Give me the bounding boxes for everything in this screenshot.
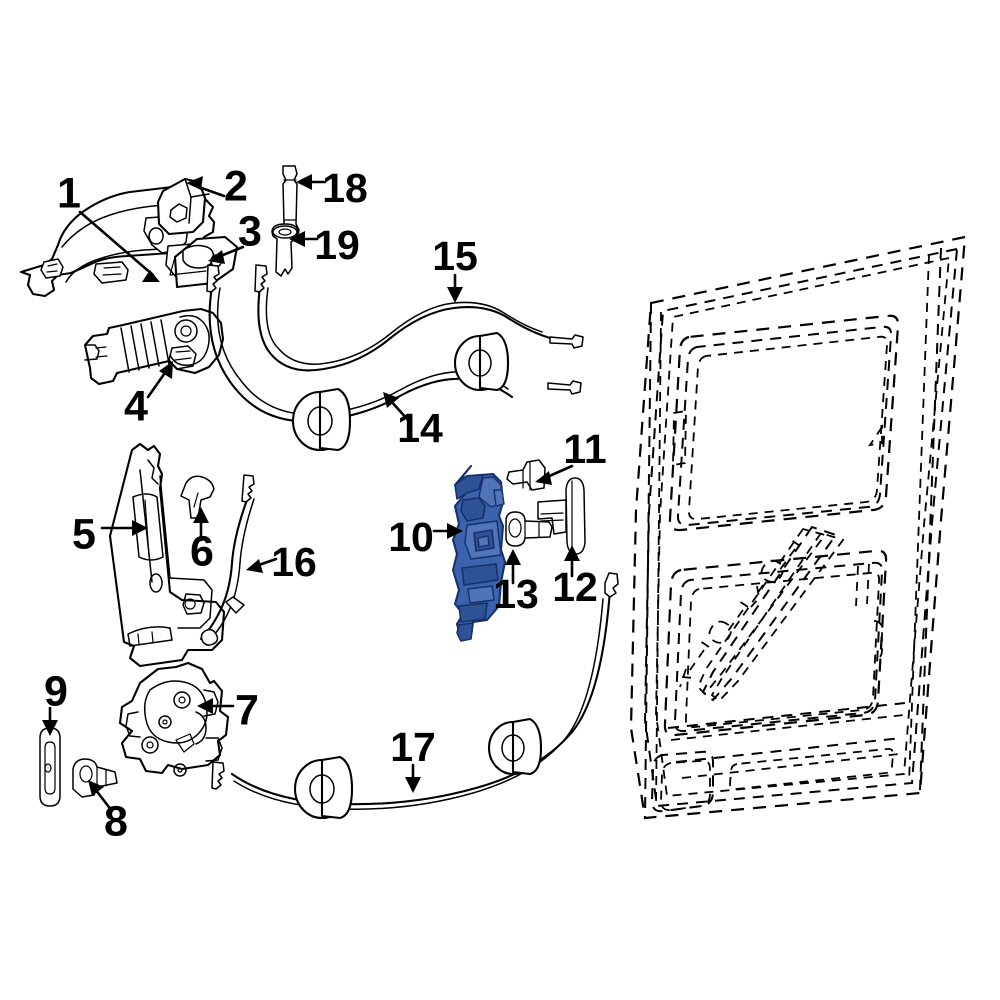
door-panel-phantom-outline [629, 235, 967, 820]
part-11-striker-stud-bolt [506, 459, 546, 491]
part-8-lock-screw [72, 758, 118, 798]
callout-number-6[interactable]: 6 [190, 527, 214, 575]
part-10-door-lock-striker-assembly[interactable] [451, 464, 507, 642]
part-4-handle-base-bracket [83, 307, 225, 386]
part-12-striker-wedge [537, 477, 586, 555]
part-16-lock-link-cable [199, 474, 255, 646]
callout-number-2[interactable]: 2 [224, 162, 248, 210]
callout-number-12[interactable]: 12 [552, 564, 598, 610]
callout-leader-lines [42, 174, 580, 813]
part-13-striker-bolt [505, 511, 553, 547]
part-17-lock-control-cable-lower [211, 572, 619, 820]
part-7-door-lock-actuator [118, 661, 230, 777]
callout-number-8[interactable]: 8 [104, 797, 128, 845]
callout-number-3[interactable]: 3 [238, 207, 262, 255]
part-9-lock-cover-plug [39, 727, 61, 807]
part-18-handle-retainer-pin [280, 165, 300, 241]
callout-number-16[interactable]: 16 [271, 539, 317, 585]
callout-number-19[interactable]: 19 [314, 222, 360, 268]
callout-number-5[interactable]: 5 [72, 510, 96, 558]
callout-number-7[interactable]: 7 [235, 686, 259, 734]
callout-number-15[interactable]: 15 [432, 233, 478, 279]
part-14-lock-control-cable-front [206, 264, 582, 452]
callout-number-17[interactable]: 17 [390, 724, 436, 770]
callout-number-1[interactable]: 1 [57, 169, 81, 217]
toyota-badge-text [679, 538, 801, 688]
part-6-bracket-bolt [180, 475, 215, 519]
part-19-handle-lock-plug [271, 223, 299, 277]
callout-number-4[interactable]: 4 [124, 382, 148, 430]
callout-number-9[interactable]: 9 [44, 667, 68, 715]
callout-number-11[interactable]: 11 [563, 426, 606, 472]
part-5-lock-actuator-bracket [108, 442, 226, 668]
callout-number-13[interactable]: 13 [493, 571, 539, 617]
part-15-lock-control-cable-upper [254, 264, 584, 372]
part-2-handle-end-cap [156, 177, 210, 236]
callout-number-18[interactable]: 18 [322, 165, 368, 211]
callout-number-14[interactable]: 14 [397, 405, 443, 451]
callout-number-10[interactable]: 10 [388, 514, 434, 560]
